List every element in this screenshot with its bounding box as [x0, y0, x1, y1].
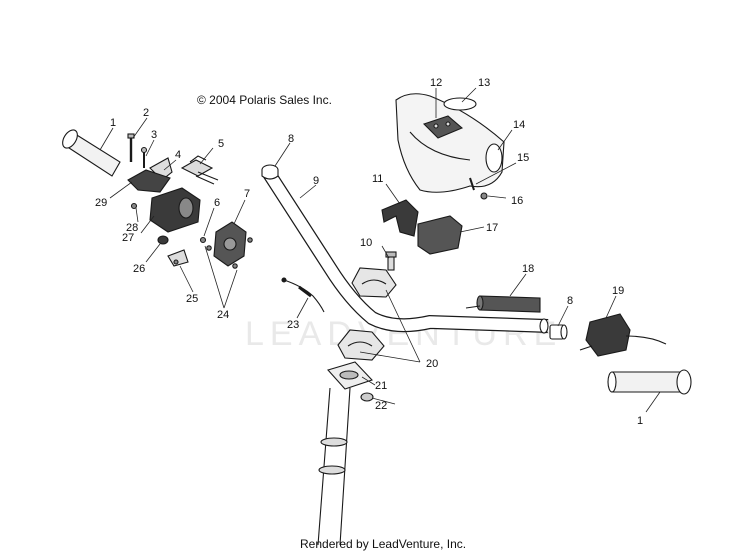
part-8-end-plug-right [549, 324, 568, 340]
callout-2: 2 [143, 107, 149, 119]
callout-28: 28 [126, 222, 138, 234]
part-19-throttle-housing [579, 313, 667, 357]
part-26-knob [157, 235, 169, 245]
part-28-screw [130, 202, 138, 210]
part-22-nut [360, 392, 374, 402]
part-15-screw [469, 177, 475, 191]
part-1-grip-right [607, 369, 692, 395]
callout-11: 11 [372, 173, 383, 185]
callout-9: 9 [313, 175, 319, 187]
part-1-grip-left [62, 129, 121, 177]
callout-20: 20 [426, 358, 438, 370]
part-2-screw [127, 133, 135, 162]
callout-8: 8 [288, 133, 294, 145]
callout-29: 29 [95, 197, 107, 209]
part-23-throttle-cable [281, 277, 325, 313]
callout-21: 21 [375, 380, 387, 392]
part-20-lower-clamp [337, 329, 385, 361]
callout-10: 10 [360, 237, 372, 249]
callout-17: 17 [486, 222, 498, 234]
part-20-upper-clamp [351, 267, 397, 298]
part-9-handlebar [262, 168, 549, 334]
callout-7: 7 [244, 188, 250, 200]
part-12-gauge [422, 115, 464, 139]
part-6-screw [199, 236, 207, 244]
callout-8: 8 [567, 295, 573, 307]
callout-22: 22 [375, 400, 387, 412]
callout-15: 15 [517, 152, 529, 164]
footer-credit: Rendered by LeadVenture, Inc. [300, 537, 466, 551]
callout-16: 16 [511, 195, 523, 207]
part-3-screw [140, 146, 148, 168]
callout-19: 19 [612, 285, 624, 297]
callout-4: 4 [175, 149, 181, 161]
part-14-pod-housing [395, 93, 505, 193]
steering-post [317, 387, 351, 546]
callout-12: 12 [430, 77, 442, 89]
part-16-washer [480, 192, 488, 200]
part-24-screws [206, 237, 253, 269]
copyright-text: © 2004 Polaris Sales Inc. [197, 93, 332, 107]
part-18-grip-sleeve [465, 295, 541, 313]
part-29-lever [127, 169, 171, 193]
part-11-bracket [381, 199, 419, 237]
callout-13: 13 [478, 77, 490, 89]
leader-lines [99, 87, 661, 413]
callout-6: 6 [214, 197, 220, 209]
callout-24: 24 [217, 309, 229, 321]
part-17-lower-cover [417, 215, 463, 255]
part-7-cover [213, 221, 247, 267]
callout-27: 27 [122, 232, 134, 244]
callout-26: 26 [133, 263, 145, 275]
callout-labels: 1 1 2 3 4 5 6 7 8 8 9 10 11 12 13 14 15 … [95, 77, 643, 427]
part-25-clip [167, 249, 189, 267]
callout-5: 5 [218, 138, 224, 150]
callout-23: 23 [287, 319, 299, 331]
part-10-bolt [385, 251, 397, 271]
callout-3: 3 [151, 129, 157, 141]
callout-25: 25 [186, 293, 198, 305]
part-27-housing [149, 187, 201, 233]
callout-1: 1 [637, 415, 643, 427]
callout-14: 14 [513, 119, 525, 131]
callout-1: 1 [110, 117, 116, 129]
part-5-switch [180, 155, 219, 185]
part-13-decal [443, 97, 477, 111]
part-8-end-plug-left [261, 164, 279, 180]
callout-18: 18 [522, 263, 534, 275]
part-21-mounting-plate [327, 361, 373, 390]
